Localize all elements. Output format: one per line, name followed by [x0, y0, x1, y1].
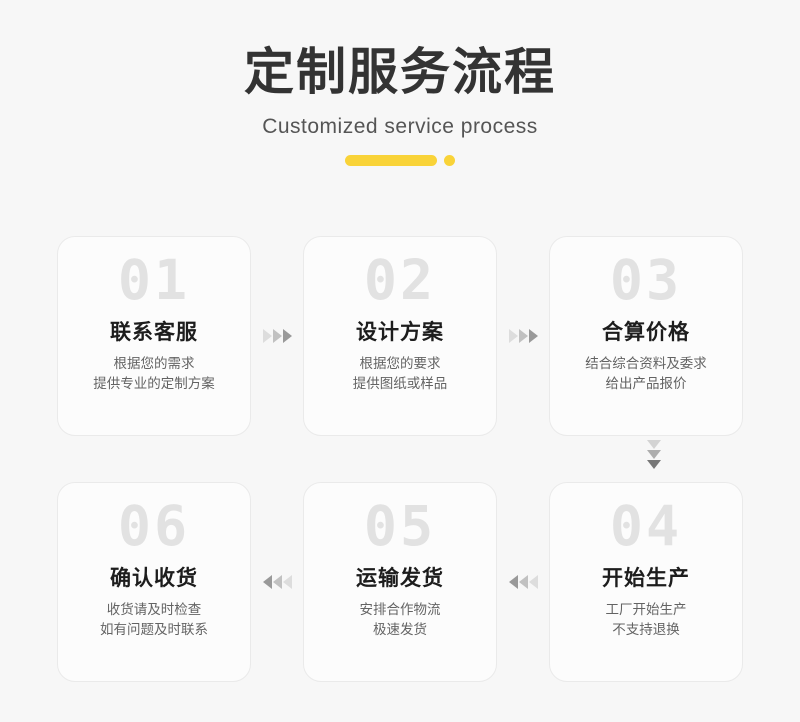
step-description: 工厂开始生产 不支持退换 [606, 600, 687, 641]
flow-row-top: 01 联系客服 根据您的需求 提供专业的定制方案 02 设计方案 根据您的要求 … [0, 236, 800, 436]
process-flow: 01 联系客服 根据您的需求 提供专业的定制方案 02 设计方案 根据您的要求 … [0, 236, 800, 682]
step-description-line1: 安排合作物流 [359, 602, 441, 617]
triangle-down-icon [647, 440, 661, 449]
divider-dot [444, 155, 455, 166]
step-description-line1: 收货请及时检查 [106, 602, 202, 617]
triangle-left-icon [508, 575, 518, 589]
step-title: 联系客服 [110, 321, 198, 344]
page-header: 定制服务流程 Customized service process [0, 0, 800, 167]
step-number: 04 [609, 494, 683, 558]
step-description-line1: 工厂开始生产 [605, 602, 687, 617]
step-card-06[interactable]: 06 确认收货 收货请及时检查 如有问题及时联系 [57, 482, 251, 682]
step-description: 根据您的需求 提供专业的定制方案 [93, 354, 215, 395]
triangle-right-icon [518, 329, 528, 343]
step-description-line1: 根据您的需求 [113, 356, 195, 371]
step-card-01[interactable]: 01 联系客服 根据您的需求 提供专业的定制方案 [57, 236, 251, 436]
step-title: 运输发货 [356, 567, 444, 590]
step-card-02[interactable]: 02 设计方案 根据您的要求 提供图纸或样品 [303, 236, 497, 436]
step-description-line2: 提供图纸或样品 [352, 376, 448, 392]
flow-row-bottom: 06 确认收货 收货请及时检查 如有问题及时联系 05 运输发货 安排合作物流 … [0, 482, 800, 682]
page-subtitle: Customized service process [262, 114, 538, 138]
step-card-03[interactable]: 03 合算价格 结合综合资料及委求 给出产品报价 [549, 236, 743, 436]
step-description-line2: 极速发货 [373, 622, 427, 638]
divider-bar [345, 155, 437, 166]
step-number: 06 [117, 494, 191, 558]
triangle-right-icon [262, 329, 272, 343]
triangle-right-icon [508, 329, 518, 343]
arrow-left-triple-icon [251, 575, 303, 589]
arrow-left-triple-icon [497, 575, 549, 589]
step-title: 确认收货 [110, 567, 198, 590]
step-title: 设计方案 [356, 321, 444, 344]
triangle-down-icon [647, 460, 661, 469]
step-description: 安排合作物流 极速发货 [360, 600, 441, 641]
step-description-line2: 提供专业的定制方案 [93, 376, 215, 392]
triangle-down-icon [647, 450, 661, 459]
step-number: 01 [117, 248, 191, 312]
step-card-04[interactable]: 04 开始生产 工厂开始生产 不支持退换 [549, 482, 743, 682]
triangle-right-icon [282, 329, 292, 343]
step-description: 结合综合资料及委求 给出产品报价 [585, 354, 707, 395]
page-title: 定制服务流程 [244, 44, 556, 100]
triangle-left-icon [518, 575, 528, 589]
arrow-right-triple-icon [251, 329, 303, 343]
step-description-line1: 根据您的要求 [359, 356, 441, 371]
step-description-line2: 给出产品报价 [605, 376, 687, 392]
arrow-down-triple-icon [647, 440, 661, 470]
triangle-left-icon [262, 575, 272, 589]
arrow-right-triple-icon [497, 329, 549, 343]
step-number: 03 [609, 248, 683, 312]
step-card-05[interactable]: 05 运输发货 安排合作物流 极速发货 [303, 482, 497, 682]
accent-divider [0, 155, 800, 167]
triangle-left-icon [528, 575, 538, 589]
step-title: 开始生产 [602, 567, 690, 590]
step-description-line1: 结合综合资料及委求 [585, 356, 707, 371]
step-description: 根据您的要求 提供图纸或样品 [353, 354, 448, 395]
vertical-connector [0, 440, 800, 486]
step-number: 05 [363, 494, 437, 558]
step-description-line2: 如有问题及时联系 [100, 622, 208, 638]
step-description: 收货请及时检查 如有问题及时联系 [100, 600, 208, 641]
triangle-left-icon [282, 575, 292, 589]
triangle-left-icon [272, 575, 282, 589]
triangle-right-icon [272, 329, 282, 343]
triangle-right-icon [528, 329, 538, 343]
step-title: 合算价格 [602, 321, 690, 344]
step-number: 02 [363, 248, 437, 312]
step-description-line2: 不支持退换 [612, 622, 680, 638]
